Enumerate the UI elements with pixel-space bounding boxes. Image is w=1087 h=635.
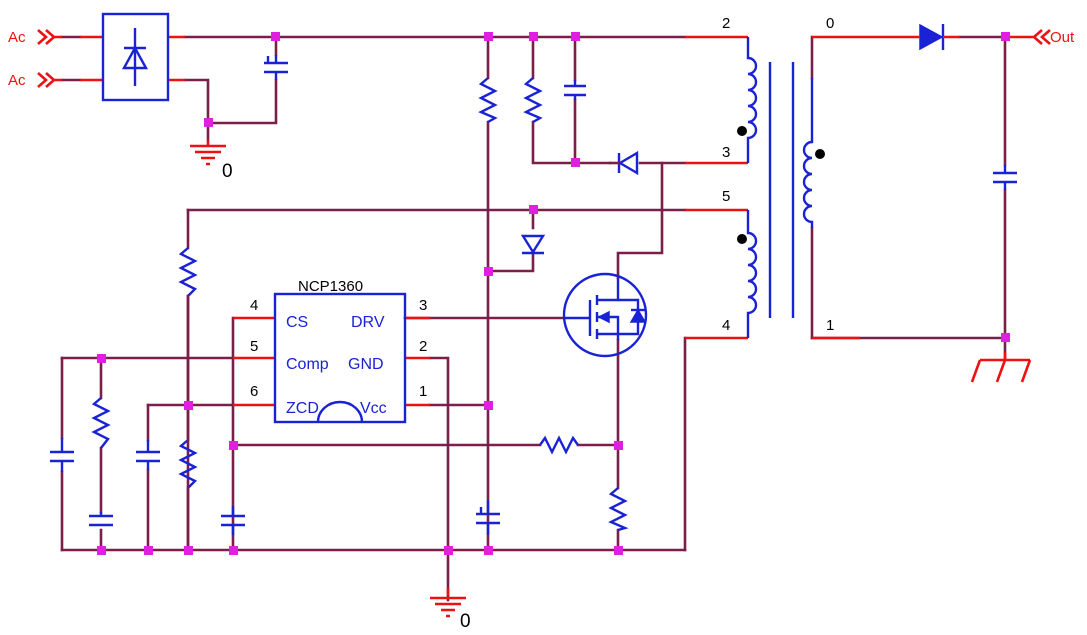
xfmr-pin-2: 2 [722, 15, 730, 32]
ic-pin-zcd-label: ZCD [286, 400, 319, 417]
pin-leads [80, 35, 1030, 407]
ic-pin-gnd-num: 2 [419, 338, 427, 355]
zcd-resistor [178, 439, 198, 489]
ic-pin-drv-label: DRV [351, 314, 385, 331]
xfmr-pin-1: 1 [826, 317, 834, 334]
vcc-capacitor [476, 500, 500, 535]
ic-pin-comp-num: 5 [250, 338, 258, 355]
ground-top: 0 [190, 140, 233, 182]
aux-diode [520, 234, 546, 255]
bulk-capacitor [264, 55, 288, 80]
port-label-ac1: Ac [8, 29, 26, 46]
ac-port-1: Ac [8, 29, 62, 46]
ac-port-2: Ac [8, 72, 62, 89]
port-label-out: Out [1050, 29, 1075, 46]
ic-pin-zcd-num: 6 [250, 383, 258, 400]
xfmr-pin-3: 3 [722, 144, 730, 161]
out-port: Out [1030, 29, 1075, 46]
mosfet [562, 272, 648, 358]
ic-name: NCP1360 [298, 278, 363, 295]
xfmr-pin-4: 4 [722, 317, 730, 334]
comp-resistor [91, 397, 111, 449]
cs-capacitor [221, 506, 245, 535]
ic-pin-vcc-num: 1 [419, 383, 427, 400]
snubber-capacitor [564, 80, 586, 100]
output-diode [900, 23, 960, 51]
comp-capacitor-small [89, 512, 113, 527]
ground-secondary [970, 352, 1032, 383]
ic-pin-comp-label: Comp [286, 356, 329, 373]
ground-top-label: 0 [222, 161, 233, 182]
ic-pin-vcc-label: Vcc [360, 400, 387, 417]
cs-filter-resistor [539, 435, 579, 455]
startup-resistor [478, 77, 498, 124]
clamp-diode [608, 150, 639, 176]
port-label-ac2: Ac [8, 72, 26, 89]
junction-nodes [97, 32, 1010, 555]
xfmr-pin-5: 5 [722, 188, 730, 205]
zcd-capacitor [136, 440, 160, 470]
output-capacitor [993, 165, 1017, 190]
aux-resistor [178, 247, 198, 297]
comp-capacitor-left [50, 438, 74, 472]
transformer: 2 3 5 4 0 1 [722, 15, 834, 338]
bridge-rectifier [101, 12, 170, 102]
sense-resistor [608, 487, 629, 532]
ground-bottom: 0 [430, 588, 471, 632]
ic-pin-cs-label: CS [286, 314, 308, 331]
xfmr-pin-0: 0 [826, 15, 834, 32]
snubber-resistor [523, 77, 543, 124]
ic-pin-cs-num: 4 [250, 297, 258, 314]
ground-bottom-label: 0 [460, 611, 471, 632]
ic-pin-gnd-label: GND [348, 356, 384, 373]
ic-pin-drv-num: 3 [419, 297, 427, 314]
ic-ncp1360: NCP1360 CS Comp ZCD DRV GND Vcc 4 5 6 3 … [250, 278, 427, 424]
